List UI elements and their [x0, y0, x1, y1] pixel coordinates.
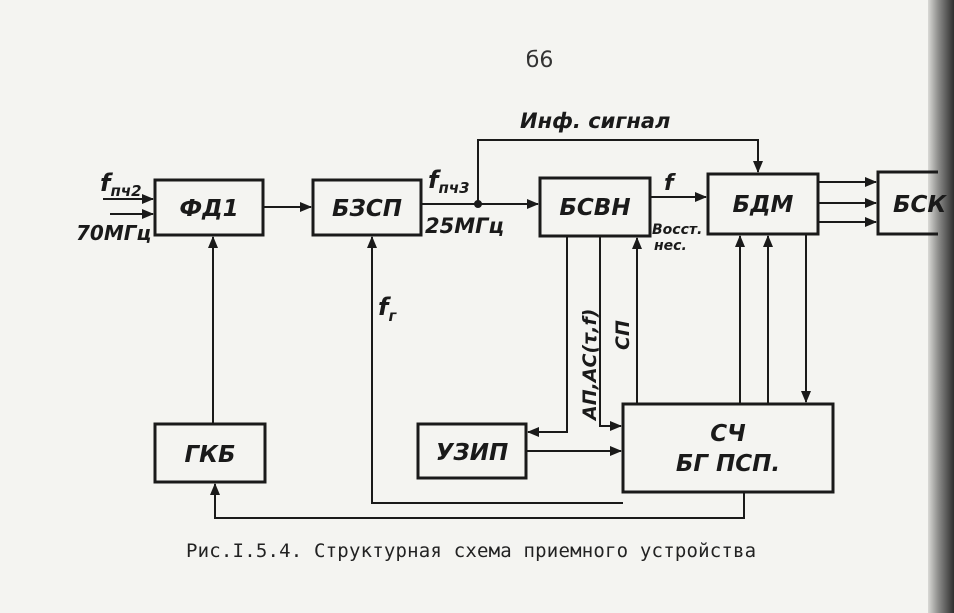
block-gkb	[153, 422, 267, 484]
label-f-out: f	[664, 171, 676, 196]
block-bzsp	[311, 178, 423, 237]
label-fr: fг	[378, 293, 397, 325]
arrow-sch-bzsp	[367, 236, 623, 504]
arrow-bsvn-uzip	[527, 236, 568, 437]
block-bsk	[876, 170, 938, 236]
label-inf-signal: Инф. сигнал	[520, 109, 670, 133]
block-bsvn	[538, 176, 652, 238]
arrow-sch-gkb	[210, 483, 745, 519]
label-vosst: Восст.	[652, 222, 702, 238]
label-70mhz: 70МГц	[76, 221, 151, 245]
label-25mhz: 25МГц	[425, 214, 504, 238]
label-f-pch3: fпч3	[428, 166, 470, 197]
label-nes: нес.	[654, 238, 687, 254]
label-sch-line2: БГ ПСП.	[676, 451, 780, 477]
label-bdm: БДМ	[733, 192, 794, 218]
label-gkb: ГКБ	[185, 442, 236, 468]
page-number: б6	[517, 48, 554, 73]
label-uzip: УЗИП	[436, 440, 509, 466]
label-ap-ac: АП,АС(τ,f)	[579, 309, 601, 422]
label-bzsp: БЗСП	[332, 196, 402, 222]
page-edge-shadow	[928, 0, 954, 613]
arrow-inf-signal	[477, 139, 763, 204]
label-bsk: БСК	[893, 192, 947, 218]
label-f-pch2: fпч2	[100, 169, 142, 200]
block-sch	[621, 402, 835, 494]
label-bsvn: БСВН	[559, 195, 630, 221]
figure-caption: Рис.I.5.4. Структурная схема приемного у…	[186, 540, 757, 562]
label-sp: СП	[612, 320, 634, 350]
label-sch-line1: СЧ	[710, 421, 746, 447]
arrow-bsvn-sch	[599, 236, 622, 431]
label-fd1: ФД1	[179, 196, 238, 222]
